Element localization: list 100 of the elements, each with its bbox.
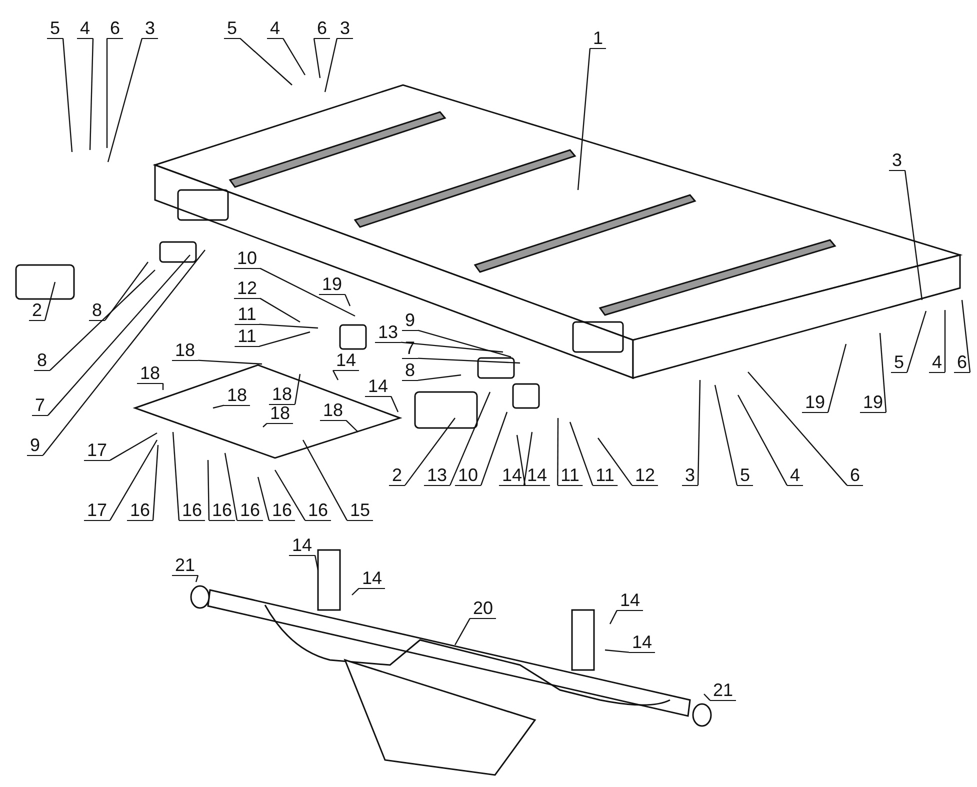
- leader-line: [172, 432, 180, 520]
- leader-line: [259, 324, 318, 329]
- callout-number: 20: [470, 598, 496, 619]
- leader-line: [569, 422, 594, 486]
- leader-line: [879, 332, 887, 412]
- callout-number: 5: [891, 352, 907, 373]
- leader-line: [212, 404, 224, 409]
- leader-line: [449, 392, 491, 486]
- callout-number: 16: [178, 500, 206, 521]
- callout-number: 6: [107, 18, 123, 39]
- callout-number: 14: [628, 632, 656, 653]
- leader-line: [714, 384, 738, 486]
- leader-line: [62, 38, 73, 152]
- leader-line: [404, 418, 456, 486]
- leader-line: [48, 254, 190, 416]
- callout-number: 2: [29, 300, 45, 321]
- callout-number: 13: [374, 322, 402, 343]
- leader-line: [262, 422, 268, 428]
- leader-line: [240, 38, 292, 86]
- callout-number: 3: [682, 465, 698, 486]
- leader-line: [162, 383, 164, 390]
- leader-line: [107, 38, 143, 162]
- leader-line: [259, 331, 310, 347]
- callout-number: 6: [847, 465, 863, 486]
- callout-number: 6: [954, 352, 970, 373]
- callout-number: 9: [402, 310, 418, 331]
- callout-number: 19: [860, 392, 886, 413]
- callout-number: 14: [358, 568, 386, 589]
- leader-line: [294, 374, 301, 404]
- leader-line: [346, 420, 358, 432]
- leader-line: [480, 412, 508, 486]
- callout-number: 7: [32, 395, 48, 416]
- callout-number: 4: [787, 465, 803, 486]
- leader-line: [44, 282, 56, 320]
- callout-number: 15: [346, 500, 374, 521]
- leader-line: [313, 38, 321, 78]
- leader-line: [257, 476, 270, 520]
- leader-line: [827, 344, 847, 412]
- callout-number: 10: [454, 465, 482, 486]
- callout-number: 2: [389, 465, 405, 486]
- leader-line: [604, 649, 630, 653]
- leader-line: [195, 575, 199, 582]
- callout-number: 8: [402, 360, 418, 381]
- callout-number: 1: [590, 28, 606, 49]
- callout-number: 18: [172, 340, 198, 361]
- callout-number: 12: [632, 465, 658, 486]
- callout-number: 14: [288, 535, 316, 556]
- callout-number: 16: [236, 500, 264, 521]
- callout-number: 3: [889, 150, 905, 171]
- leader-line: [390, 396, 399, 412]
- callout-number: 18: [224, 385, 250, 406]
- callout-number: 14: [332, 350, 360, 371]
- leader-line: [704, 694, 710, 701]
- callout-number: 14: [498, 465, 526, 486]
- callout-number: 18: [320, 400, 346, 421]
- callout-number: 10: [234, 248, 260, 269]
- leader-line: [324, 38, 338, 92]
- leader-line: [516, 434, 526, 486]
- leader-line: [697, 380, 701, 486]
- callout-number: 14: [364, 376, 392, 397]
- leader-line: [352, 588, 360, 596]
- callout-number: 14: [616, 590, 644, 611]
- leader-line: [577, 48, 591, 190]
- leader-line: [260, 298, 300, 323]
- leader-line: [282, 38, 306, 76]
- leader-line: [106, 38, 108, 148]
- callout-number: 8: [89, 300, 105, 321]
- callout-number: 3: [337, 18, 353, 39]
- leader-line: [418, 374, 462, 381]
- callout-number: 5: [47, 18, 63, 39]
- callout-number: 11: [592, 465, 618, 486]
- leader-line: [961, 300, 971, 372]
- leader-line: [104, 262, 148, 321]
- callout-number: 19: [318, 274, 346, 295]
- callout-number: 11: [234, 326, 260, 347]
- callout-number: 4: [77, 18, 93, 39]
- leader-line: [110, 432, 158, 461]
- callout-number: 5: [224, 18, 240, 39]
- callout-number: 8: [34, 350, 50, 371]
- callout-number: 17: [84, 500, 110, 521]
- callout-number: 11: [558, 465, 582, 486]
- leader-line: [207, 460, 210, 520]
- callout-number: 16: [268, 500, 296, 521]
- leader-line: [400, 342, 504, 353]
- callout-number: 18: [266, 403, 294, 424]
- leader-line: [50, 270, 156, 371]
- leader-line: [224, 452, 238, 520]
- leader-line: [598, 438, 632, 486]
- callout-number: 14: [524, 465, 550, 486]
- callout-number: 4: [929, 352, 945, 373]
- leader-line: [152, 444, 159, 520]
- leader-line: [737, 394, 788, 486]
- callout-number: 16: [208, 500, 236, 521]
- callout-number: 4: [267, 18, 283, 39]
- leader-line: [454, 618, 470, 646]
- callout-number: 17: [84, 440, 110, 461]
- leader-line: [42, 250, 206, 456]
- leader-line: [906, 310, 927, 372]
- leader-line: [332, 370, 339, 380]
- leader-line: [314, 555, 319, 570]
